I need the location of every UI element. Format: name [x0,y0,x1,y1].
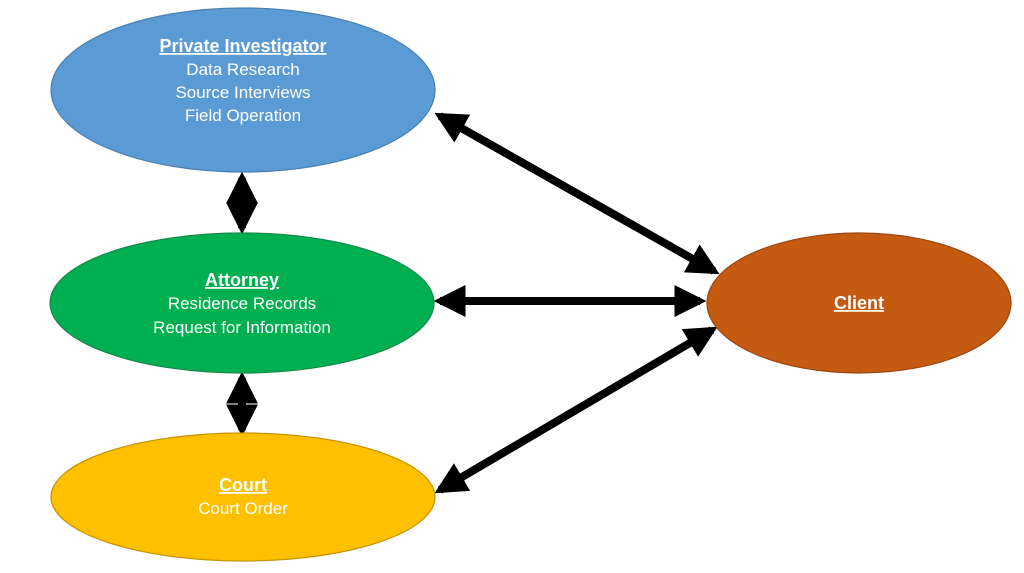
court-ellipse [50,432,436,562]
investigator-title: Private Investigator [159,36,326,56]
attorney-title: Attorney [205,270,279,290]
investigator-ellipse [50,7,436,173]
attorney-line-2: Request for Information [153,318,331,337]
node-client: Client [706,232,1012,374]
arrow-investigator-client [434,112,720,275]
attorney-line-1: Residence Records [168,294,316,313]
node-private-investigator: Private Investigator Data Research Sourc… [50,7,436,173]
attorney-ellipse [49,232,435,374]
client-ellipse [706,232,1012,374]
court-line-1: Court Order [198,499,288,518]
investigator-line-2: Source Interviews [175,83,310,102]
connectors [226,112,720,494]
investigator-line-3: Field Operation [185,106,301,125]
client-title: Client [834,293,884,313]
investigator-line-1: Data Research [186,60,299,79]
node-attorney: Attorney Residence Records Request for I… [49,232,435,374]
node-court: Court Court Order [50,432,436,562]
arrow-court-client [434,326,718,494]
court-title: Court [219,475,267,495]
